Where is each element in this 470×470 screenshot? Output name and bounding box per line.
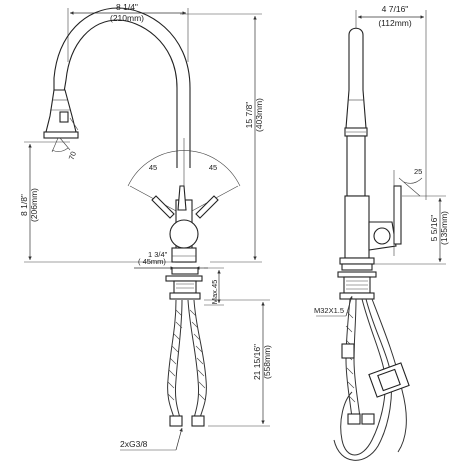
side-view: 4 7/16" (112mm) 25 5 5 <box>314 4 449 461</box>
side-spout <box>344 27 368 197</box>
spout-height-imperial-label: 8 1/8" <box>19 194 29 216</box>
gooseneck-spout <box>53 7 191 168</box>
base-metric-label: ( 45mm) <box>138 257 166 266</box>
width-metric-label: (210mm) <box>110 13 144 23</box>
supply-hoses <box>167 299 207 427</box>
handle-angle-right-label: 45 <box>209 163 217 172</box>
hose-length-metric-label: (558mm) <box>262 345 272 379</box>
reach-imperial-label: 4 7/16" <box>382 4 409 14</box>
side-shank: M32X1.5 <box>314 263 377 317</box>
spout-height-dimension: 8 1/8" (206mm) <box>19 141 180 263</box>
faucet-body <box>151 185 219 263</box>
thread-label: M32X1.5 <box>314 306 344 315</box>
side-handle-angle-label: 25 <box>414 167 422 176</box>
front-view: 8 1/4" (210mm) 15 7/8" (403mm) 8 1/8" (2… <box>19 2 272 451</box>
connector-label: 2xG3/8 <box>120 439 148 449</box>
mounting-shank: Max.45 <box>165 267 224 306</box>
height-dimension: 15 7/8" (403mm) <box>180 13 264 263</box>
spray-angle-label: 70 <box>67 150 78 161</box>
base-diameter-dimension: 1 3/4" ( 45mm) <box>134 250 208 270</box>
height-imperial-label: 15 7/8" <box>244 102 254 129</box>
width-imperial-label: 8 1/4" <box>116 2 138 12</box>
spray-head: 70 <box>43 89 79 161</box>
spout-height-metric-label: (206mm) <box>29 188 39 222</box>
hose-length-imperial-label: 21 15/16" <box>252 344 262 380</box>
base-imperial-label: 1 3/4" <box>148 250 168 259</box>
side-body: 25 <box>339 167 422 265</box>
height-metric-label: (403mm) <box>254 98 264 132</box>
body-height-imperial-label: 5 5/16" <box>429 215 439 242</box>
side-hoses <box>333 298 410 461</box>
body-height-metric-label: (135mm) <box>439 211 449 245</box>
body-height-dimension: 5 5/16" (135mm) <box>374 195 449 265</box>
handle-angle-left-label: 45 <box>149 163 157 172</box>
connector-callout: 2xG3/8 <box>120 427 183 451</box>
deck-thickness-label: Max.45 <box>210 280 219 305</box>
hose-length-dimension: 21 15/16" (558mm) <box>204 299 272 427</box>
reach-metric-label: (112mm) <box>378 18 412 28</box>
